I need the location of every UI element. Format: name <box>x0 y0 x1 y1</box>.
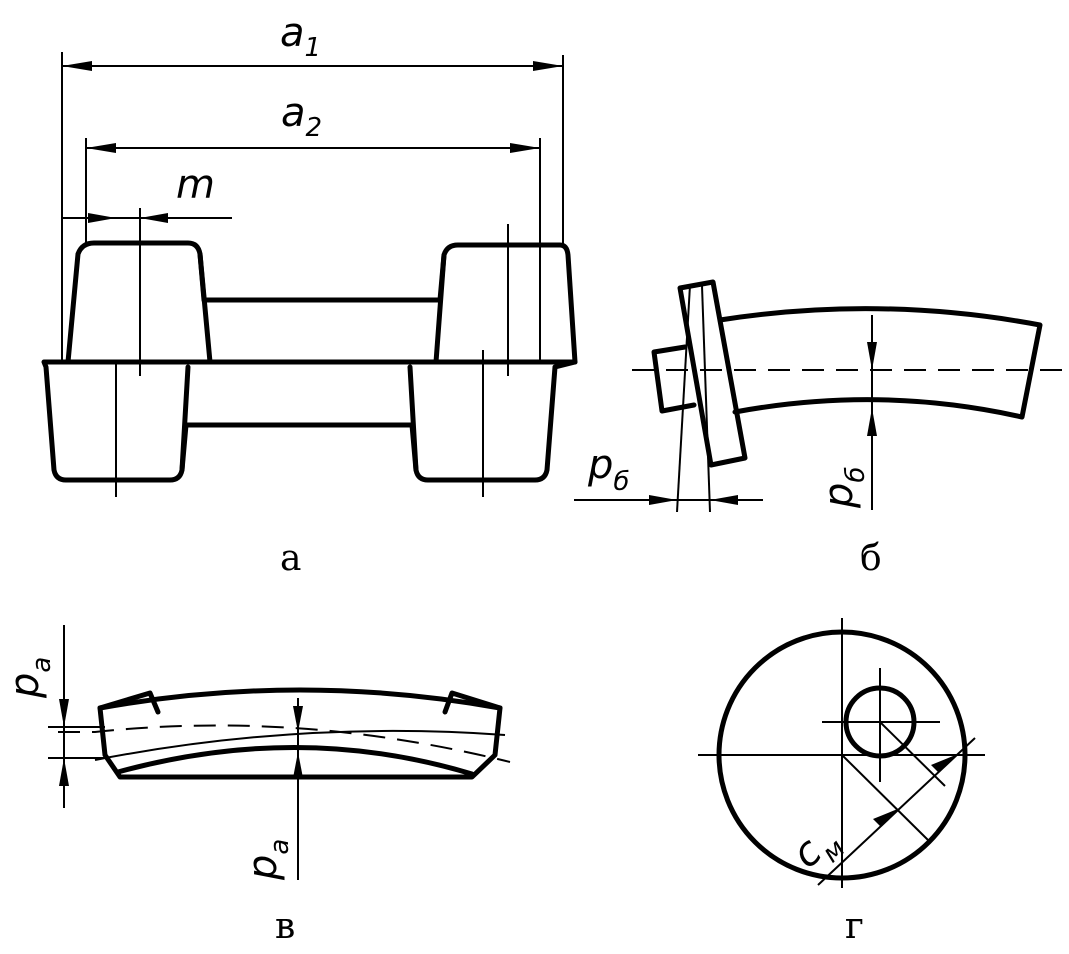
label-pa-bottom: pa <box>240 839 295 881</box>
arrow-a1-left <box>62 61 92 71</box>
offset-line-outer <box>841 754 929 841</box>
panel-b-caption: б <box>860 538 882 579</box>
arrow-pa-center-up <box>293 752 303 778</box>
boss-outline <box>651 344 697 414</box>
arrow-a2-left <box>86 143 116 153</box>
arrow-pb-right <box>710 495 738 505</box>
upper-left-boss-inner <box>197 251 213 365</box>
arrow-pa-left-up <box>59 758 69 786</box>
arrow-m-from-axis <box>140 213 168 223</box>
label-a1: a1 <box>280 10 321 63</box>
panel-g-eccentricity: cм г <box>698 618 985 947</box>
arrow-pb-left <box>649 495 677 505</box>
warped-forging-outline <box>97 687 503 780</box>
upper-right-boss-inner <box>433 252 447 365</box>
label-a2: a2 <box>281 90 322 143</box>
flange-axis-line-left <box>676 284 691 513</box>
arrow-cm-upper <box>931 754 958 772</box>
label-m: m <box>176 162 215 208</box>
inner-curve-line <box>94 729 506 761</box>
arrow-cm-lower <box>873 808 900 826</box>
panel-a-forging-shift: a1 a2 m а <box>41 10 578 579</box>
arrow-pb-up <box>867 408 877 436</box>
panel-g-caption: г <box>845 906 864 947</box>
arrow-a2-right <box>510 143 540 153</box>
label-pb-horizontal: pб <box>587 442 629 497</box>
panel-v-warping: pa pa в <box>2 625 511 947</box>
panel-v-caption: в <box>275 906 295 947</box>
arrow-a1-right <box>533 61 563 71</box>
lower-right-boss-inner <box>407 364 419 473</box>
curved-bar-outline <box>717 306 1043 420</box>
upper-die-outline <box>65 240 578 365</box>
right-lug <box>442 690 503 715</box>
label-pb-vertical: pб <box>816 467 871 509</box>
flange-outline <box>677 279 748 468</box>
arrow-m-to-axis <box>88 213 116 223</box>
dashed-centerline <box>58 724 511 763</box>
left-lug <box>97 690 161 715</box>
arrow-pa-left-down <box>59 699 69 727</box>
label-pa-top: pa <box>2 657 57 699</box>
lower-left-boss-inner <box>179 364 191 473</box>
lower-die-outline <box>41 359 578 483</box>
panel-a-caption: а <box>280 538 301 579</box>
arrow-pa-center-down <box>293 706 303 732</box>
dim-line-cm <box>817 737 976 886</box>
arrow-pb-down <box>867 342 877 370</box>
flange-axis-line-right <box>701 285 711 513</box>
panel-b-bend: pб pб б <box>574 279 1065 579</box>
